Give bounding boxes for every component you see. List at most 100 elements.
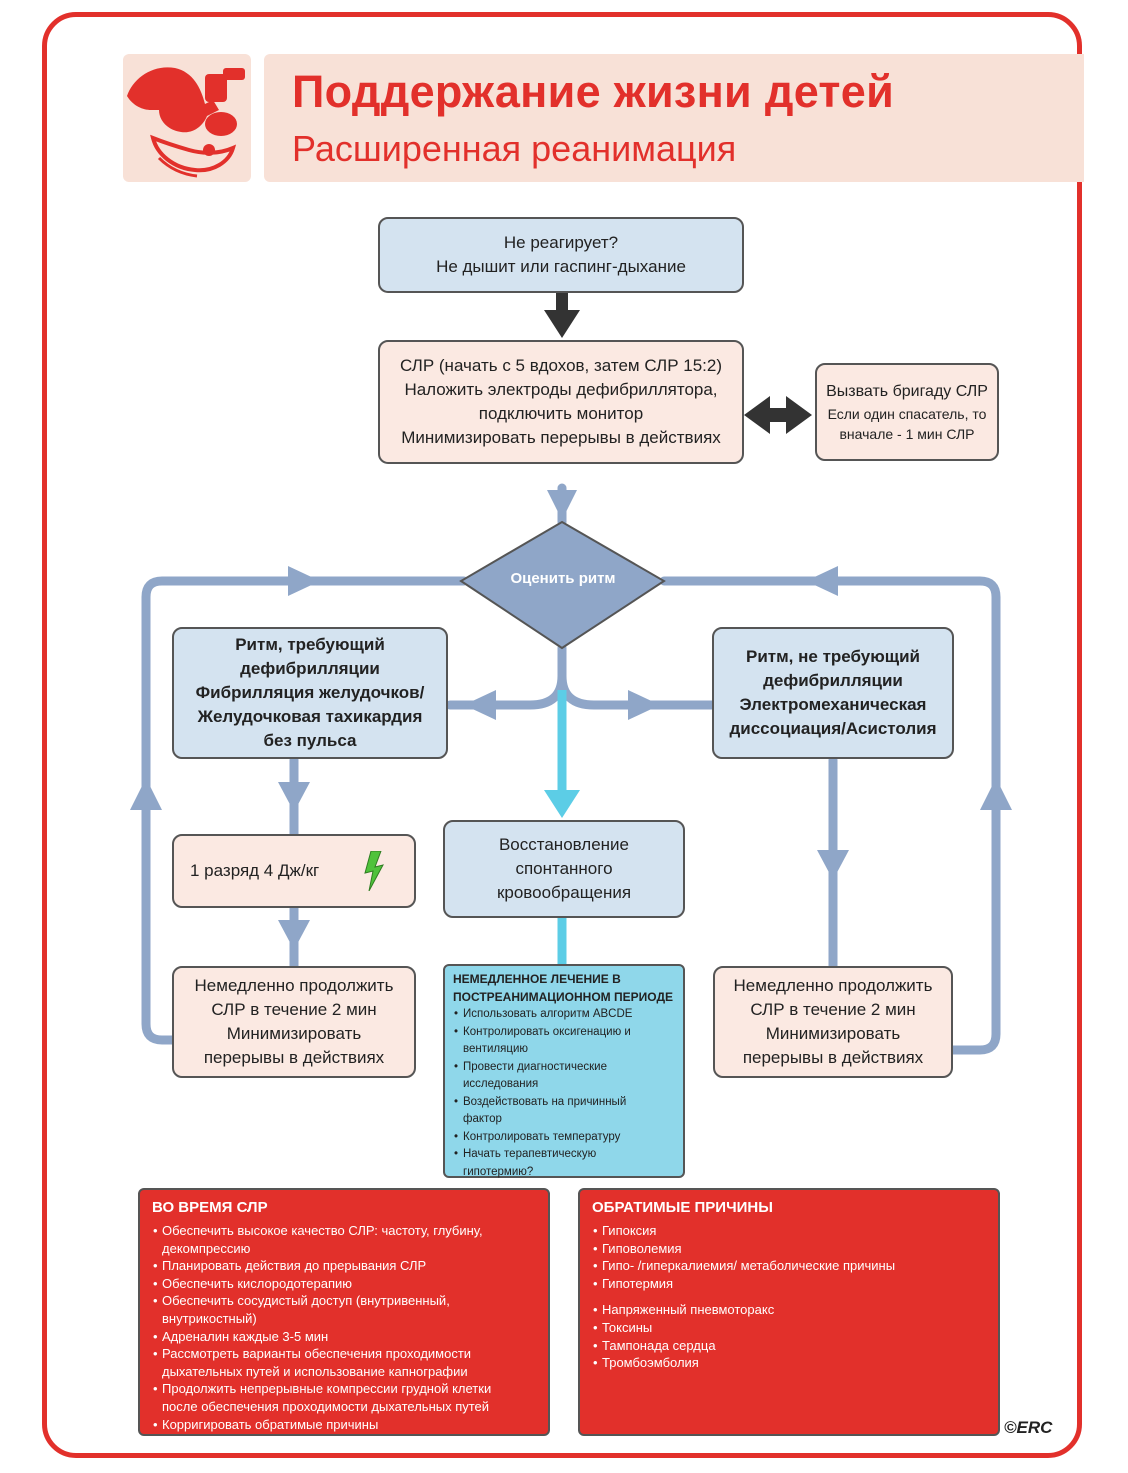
- post-heading-2: ПОСТРЕАНИМАЦИОННОМ ПЕРИОДЕ: [453, 990, 673, 1004]
- post-item: Воздействовать на причинный: [454, 1094, 675, 1112]
- during-cpr-item: Продолжить непрерывные компрессии грудно…: [153, 1380, 536, 1398]
- during-cpr-title: ВО ВРЕМЯ СЛР: [152, 1199, 268, 1216]
- nonshockable-line-1: Ритм, не требующий: [745, 647, 921, 666]
- nonshock-down-arrow: [817, 850, 849, 880]
- loop-left-line: [141, 576, 469, 1045]
- call-double-arrow: [744, 396, 812, 434]
- during-cpr-item: Обеспечить кислородотерапию: [153, 1275, 536, 1293]
- cpr-assess-arrow: [547, 490, 577, 520]
- cpr-line-1: СЛР (начать с 5 вдохов, затем СЛР 15:2): [399, 356, 723, 375]
- during-cpr-item: Планировать действия до прерывания СЛР: [153, 1257, 536, 1275]
- reversible-item: Гиповолемия: [593, 1240, 986, 1258]
- rosc-arrow: [544, 790, 580, 818]
- branch-right-line: [557, 671, 717, 710]
- child-bag-mask-icon: [127, 67, 245, 178]
- lightning-icon: [364, 851, 385, 891]
- call-team-box: Вызвать бригаду СЛР Если один спасатель,…: [815, 363, 999, 461]
- assess-rhythm-diamond: [459, 520, 666, 650]
- shock-box: 1 разряд 4 Дж/кг: [172, 834, 416, 908]
- loop-right-top-arrow: [806, 566, 838, 596]
- during-cpr-item-cont: декомпрессию: [162, 1240, 251, 1256]
- shockable-line-1: Ритм, требующий: [235, 635, 385, 654]
- resume-left-line-2: СЛР в течение 2 мин: [211, 1000, 377, 1019]
- reversible-item: Тромбоэмболия: [593, 1354, 986, 1372]
- reversible-item: Гипоксия: [593, 1222, 986, 1240]
- post-item: Провести диагностические: [454, 1059, 675, 1077]
- reversible-causes-box: ОБРАТИМЫЕ ПРИЧИНЫ Гипоксия Гиповолемия Г…: [578, 1188, 1000, 1436]
- header-band: [264, 54, 1084, 182]
- page-subtitle: Расширенная реанимация: [292, 128, 737, 169]
- loop-left-up-arrow: [130, 778, 162, 810]
- nonshockable-rhythm-box: Ритм, не требующий дефибрилляции Электро…: [712, 627, 954, 759]
- shockable-line-4: Желудочковая тахикардия: [197, 707, 423, 726]
- reversible-item: Напряженный пневмоторакс: [593, 1301, 986, 1319]
- post-item-cont: исследования: [463, 1078, 539, 1090]
- rosc-line-2: спонтанного: [515, 859, 613, 878]
- branch-right-arrow: [628, 690, 660, 720]
- during-cpr-item: Адреналин каждые 3-5 мин: [153, 1328, 536, 1346]
- shock-down-arrow-2: [278, 920, 310, 950]
- post-resuscitation-box: НЕМЕДЛЕННОЕ ЛЕЧЕНИЕ В ПОСТРЕАНИМАЦИОННОМ…: [443, 964, 685, 1178]
- resume-right-line-2: СЛР в течение 2 мин: [750, 1000, 916, 1019]
- during-cpr-item: Корригировать обратимые причины: [153, 1416, 536, 1434]
- nonshockable-line-4: диссоциация/Асистолия: [729, 719, 937, 738]
- post-heading-1: НЕМЕДЛЕННОЕ ЛЕЧЕНИЕ В: [453, 972, 621, 986]
- nonshockable-line-2: дефибрилляции: [763, 671, 903, 690]
- post-list: Использовать алгоритм ABCDE Контролирова…: [453, 1006, 675, 1181]
- post-item-cont: вентиляцию: [463, 1043, 528, 1055]
- rosc-line-1: Восстановление: [498, 835, 630, 854]
- reversible-title: ОБРАТИМЫЕ ПРИЧИНЫ: [592, 1199, 773, 1216]
- loop-right-line: [659, 576, 1001, 1055]
- during-cpr-item-cont: после обеспечения проходимости дыхательн…: [162, 1398, 490, 1414]
- shockable-line-5: без пульса: [263, 731, 357, 750]
- post-item-cont: гипотермию?: [463, 1165, 534, 1178]
- post-item: Начать терапевтическую: [454, 1146, 675, 1164]
- resume-right-line-4: перерывы в действиях: [742, 1048, 924, 1067]
- during-cpr-item-cont: дыхательных путей и использование капног…: [162, 1363, 468, 1379]
- post-item: Контролировать оксигенацию и: [454, 1024, 675, 1042]
- cpr-start-box: СЛР (начать с 5 вдохов, затем СЛР 15:2) …: [378, 340, 744, 464]
- branch-left-line: [445, 643, 567, 710]
- shock-label: 1 разряд 4 Дж/кг: [190, 861, 320, 880]
- branch-left-arrow: [464, 690, 496, 720]
- unresponsive-line-2: Не дышит или гаспинг-дыхание: [436, 257, 686, 276]
- during-cpr-item: Рассмотреть варианты обеспечения проходи…: [153, 1345, 536, 1363]
- resume-left-line-3: Минимизировать: [226, 1024, 362, 1043]
- cpr-line-3: подключить монитор: [478, 404, 644, 423]
- unresponsive-box: Не реагирует? Не дышит или гаспинг-дыхан…: [378, 217, 744, 293]
- during-cpr-item-cont: внутрикостный): [162, 1310, 257, 1326]
- rosc-box: Восстановление спонтанного кровообращени…: [443, 820, 685, 918]
- reversible-list: Гипоксия Гиповолемия Гипо- /гиперкалиеми…: [592, 1222, 986, 1372]
- resuscitation-illustration: [123, 54, 251, 182]
- nonshockable-line-3: Электромеханическая: [739, 695, 927, 714]
- call-team-line-3: вначале - 1 мин СЛР: [839, 426, 975, 442]
- start-arrow-head: [544, 310, 580, 338]
- loop-right-up-arrow: [980, 778, 1012, 810]
- shockable-rhythm-box: Ритм, требующий дефибрилляции Фибрилляци…: [172, 627, 448, 759]
- reversible-item: Гипо- /гиперкалиемия/ метаболические при…: [593, 1257, 986, 1275]
- cpr-line-2: Наложить электроды дефибриллятора,: [404, 380, 718, 399]
- reversible-item: Тампонада сердца: [593, 1337, 986, 1355]
- rosc-line-3: кровообращения: [496, 883, 632, 902]
- during-cpr-item: Обеспечить высокое качество СЛР: частоту…: [153, 1222, 536, 1240]
- shockable-line-2: дефибрилляции: [240, 659, 380, 678]
- loop-arrowheads: [130, 490, 1012, 950]
- shock-down-arrow-1: [278, 782, 310, 812]
- during-cpr-box: ВО ВРЕМЯ СЛР Обеспечить высокое качество…: [138, 1188, 550, 1436]
- call-team-line-1: Вызвать бригаду СЛР: [826, 383, 988, 400]
- during-cpr-item: Обеспечить сосудистый доступ (внутривенн…: [153, 1292, 536, 1310]
- page-title: Поддержание жизни детей: [292, 66, 895, 117]
- reversible-item: Токсины: [593, 1319, 986, 1337]
- call-team-line-2: Если один спасатель, то: [827, 406, 987, 422]
- cpr-line-4: Минимизировать перерывы в действиях: [401, 428, 721, 447]
- post-item: Использовать алгоритм ABCDE: [454, 1006, 675, 1024]
- resume-cpr-left-box: Немедленно продолжить СЛР в течение 2 ми…: [172, 966, 416, 1078]
- unresponsive-line-1: Не реагирует?: [503, 233, 619, 252]
- resume-left-line-1: Немедленно продолжить: [194, 976, 394, 995]
- assess-rhythm-label: Оценить ритм: [510, 570, 616, 587]
- resume-right-line-3: Минимизировать: [765, 1024, 901, 1043]
- reversible-item: Гипотермия: [593, 1275, 986, 1293]
- shockable-line-3: Фибрилляция желудочков/: [195, 683, 425, 702]
- post-item-cont: фактор: [463, 1113, 502, 1125]
